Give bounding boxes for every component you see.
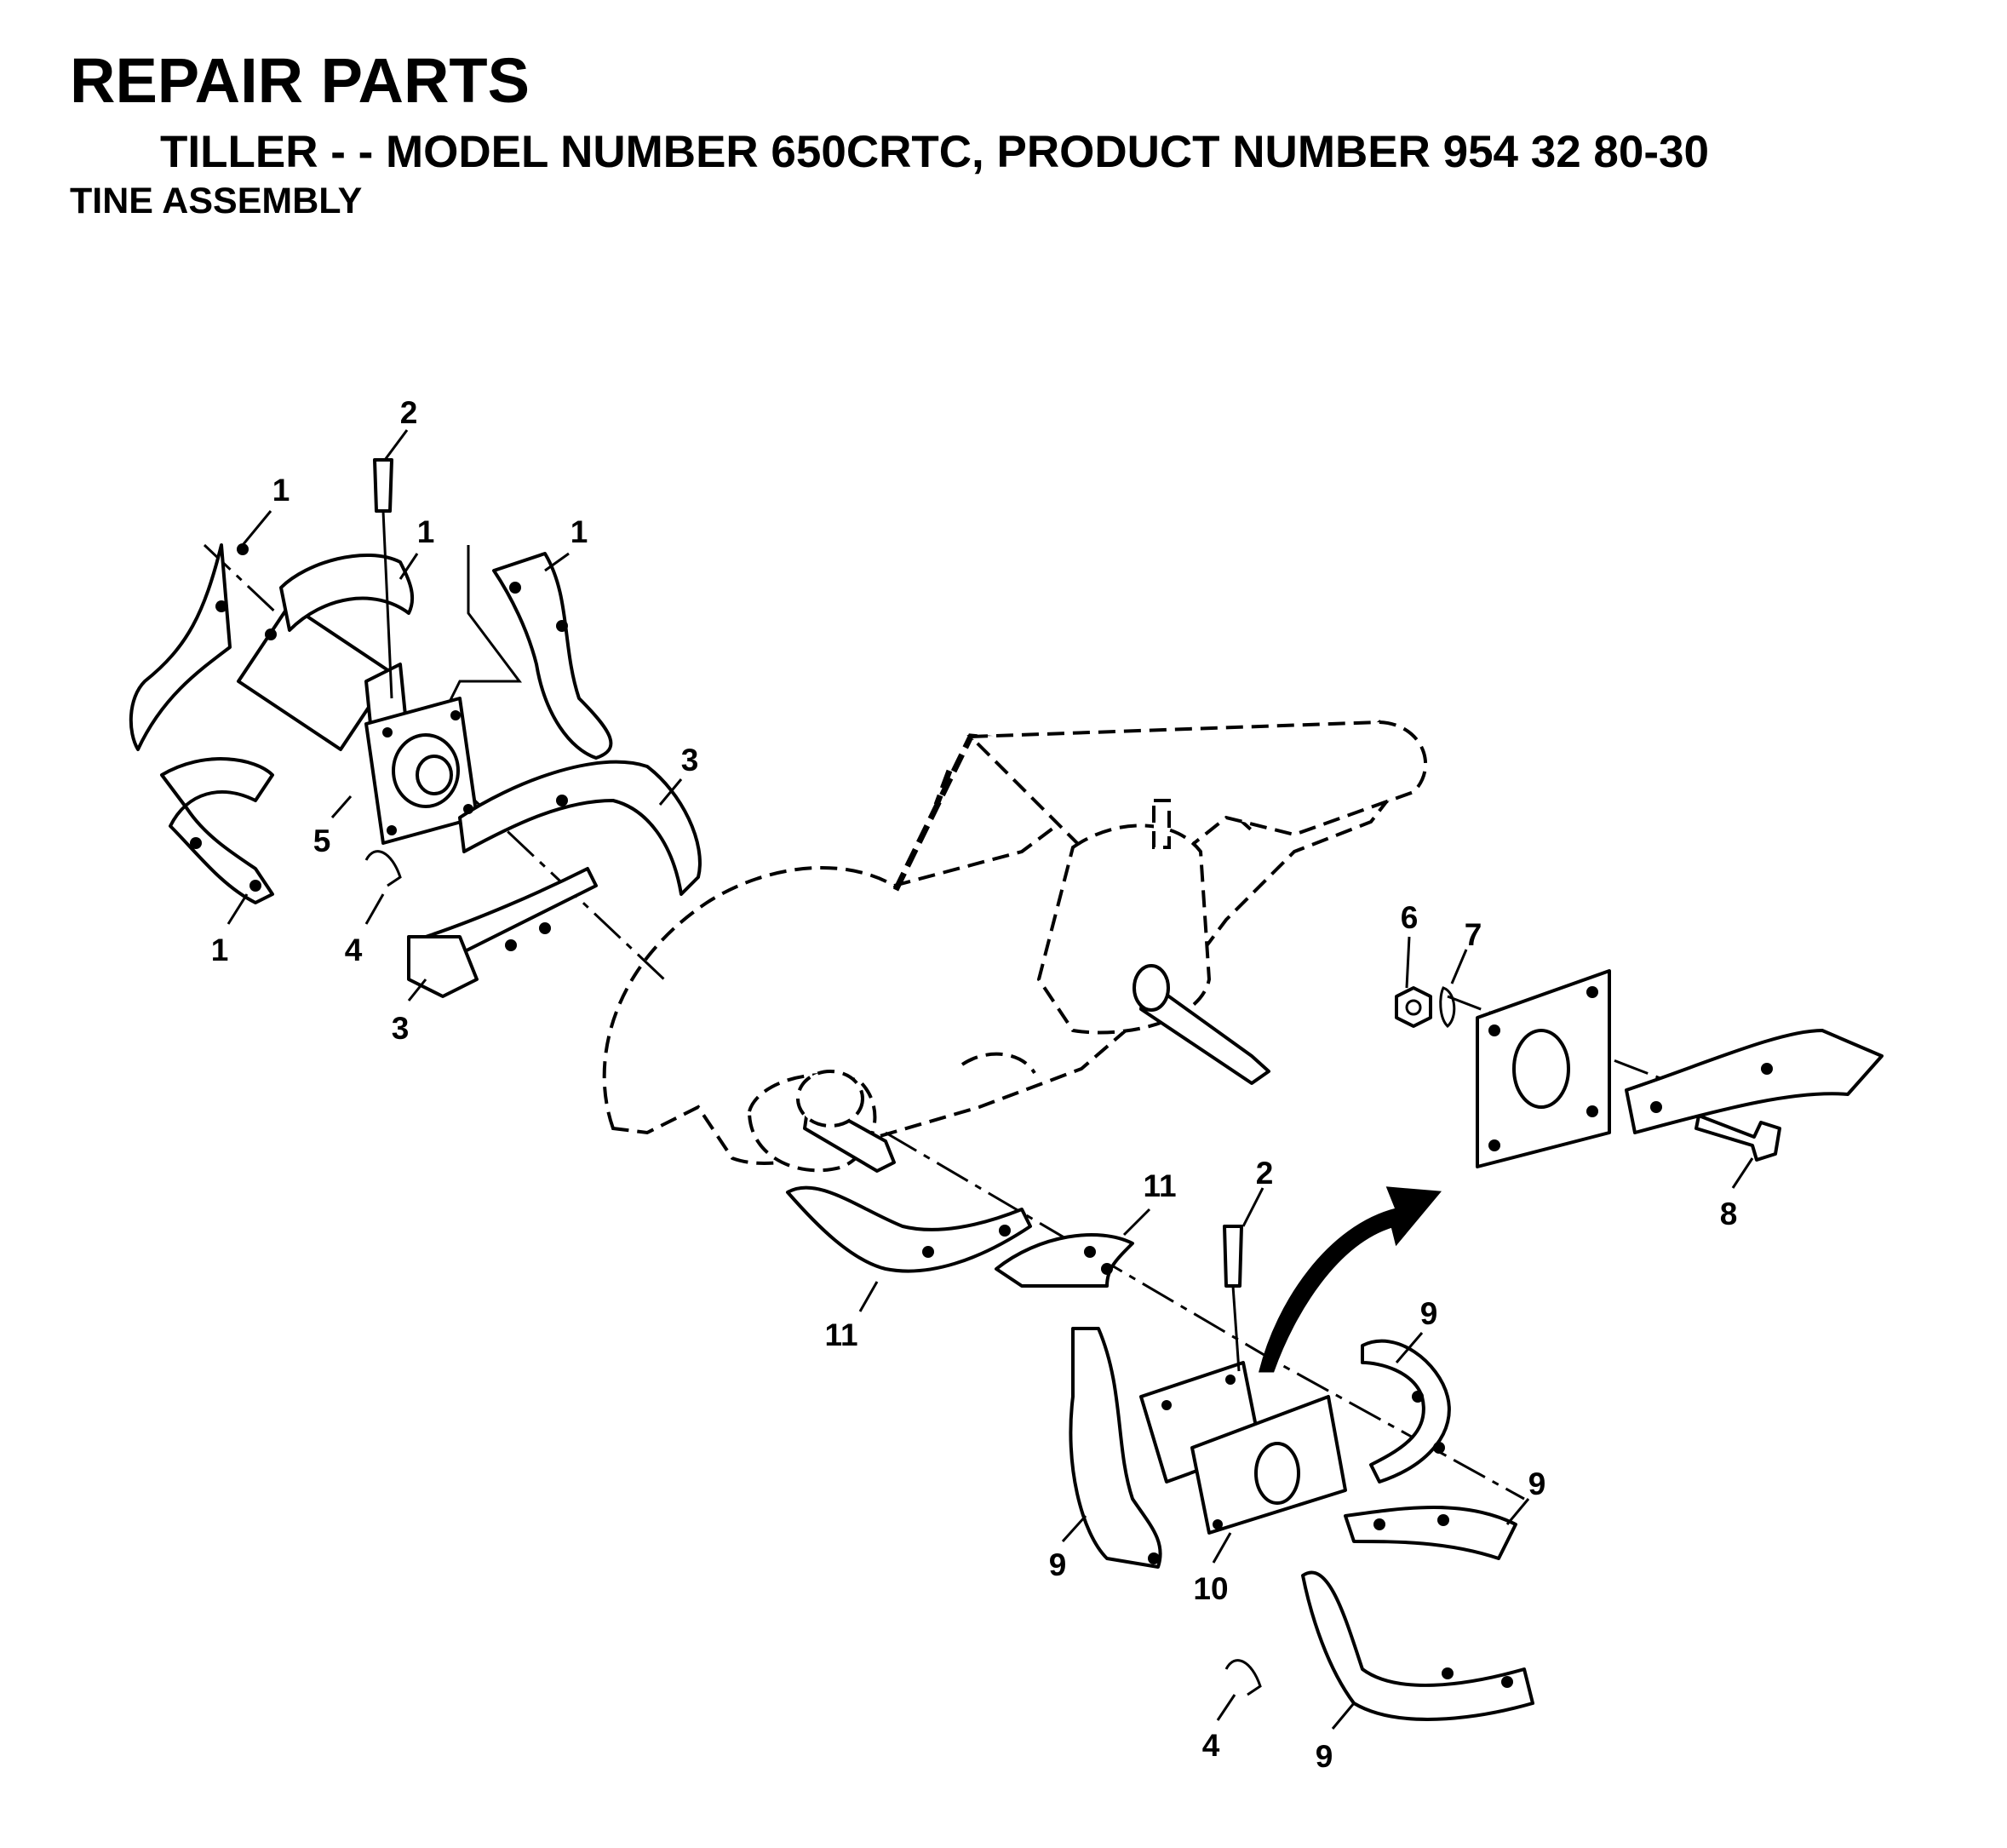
callout-number: 9	[1528, 1466, 1546, 1501]
callout-number: 2	[400, 395, 418, 430]
page-title: REPAIR PARTS	[70, 45, 530, 116]
callout-number: 1	[417, 514, 435, 549]
callout-number: 3	[681, 743, 699, 778]
callout-number: 8	[1720, 1197, 1738, 1231]
right-tine-assembly	[786, 1185, 1534, 1721]
callout-number: 2	[1256, 1156, 1274, 1191]
callout-number: 9	[1316, 1739, 1333, 1774]
model-subtitle: TILLER - - MODEL NUMBER 650CRTC, PRODUCT…	[160, 127, 1709, 177]
callout-number: 5	[313, 824, 331, 858]
left-tine-assembly	[129, 458, 702, 998]
callout-number: 4	[345, 933, 363, 967]
section-title: TINE ASSEMBLY	[70, 181, 363, 221]
side-plate-hardware	[1395, 969, 1884, 1168]
callout-number: 11	[824, 1317, 857, 1352]
callout-number: 9	[1049, 1547, 1067, 1582]
callout-number: 1	[211, 933, 229, 967]
callout-number: 1	[272, 473, 290, 508]
callout-number: 7	[1465, 917, 1482, 952]
callout-number: 10	[1193, 1571, 1228, 1606]
callout-number: 1	[571, 514, 588, 549]
callout-number: 3	[392, 1011, 410, 1046]
callout-number: 6	[1401, 900, 1419, 935]
callout-number: 4	[1202, 1728, 1220, 1763]
callout-number: 11	[1143, 1168, 1176, 1203]
callout-labels: 2 1 1 1 5 4 1 3 3 6 7 8 11 11 2 9 9	[211, 395, 1754, 1774]
tine-hood-outline	[602, 720, 1428, 1173]
callout-number: 9	[1420, 1296, 1438, 1331]
axle-shaft	[796, 964, 1270, 1173]
